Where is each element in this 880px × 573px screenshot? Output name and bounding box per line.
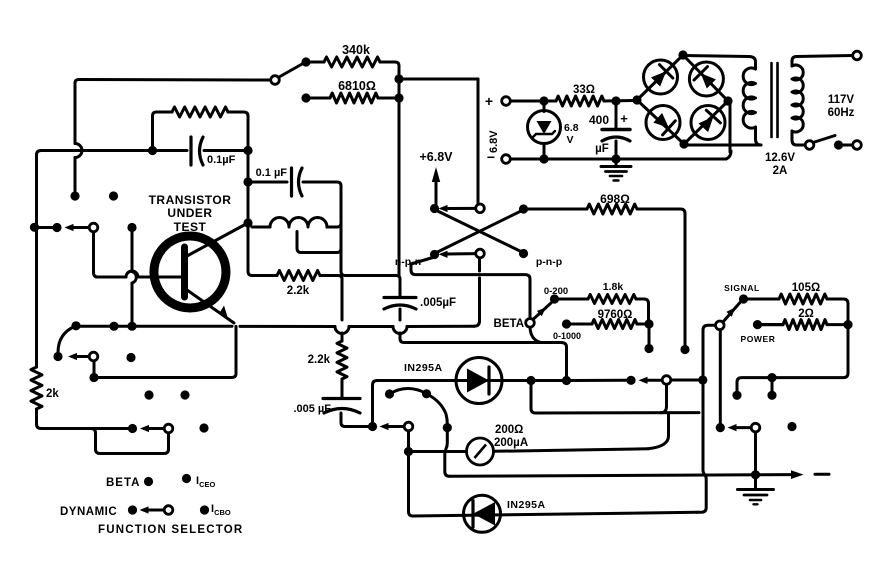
svg-text:6.8V: 6.8V: [488, 130, 500, 153]
svg-text:33Ω: 33Ω: [573, 84, 595, 96]
svg-text:2A: 2A: [773, 165, 788, 177]
svg-text:2Ω: 2Ω: [798, 308, 814, 320]
svg-text:n-p-n: n-p-n: [395, 256, 421, 268]
svg-text:400: 400: [589, 113, 609, 127]
svg-text:SIGNAL: SIGNAL: [724, 283, 760, 293]
svg-text:2k: 2k: [46, 388, 59, 400]
svg-text:0.1µF: 0.1µF: [207, 154, 236, 166]
svg-text:60Hz: 60Hz: [828, 107, 855, 119]
svg-text:TEST: TEST: [174, 220, 207, 234]
svg-text:105Ω: 105Ω: [792, 282, 820, 294]
svg-text:0.1 µF: 0.1 µF: [256, 167, 288, 179]
svg-text:200µA: 200µA: [494, 437, 528, 449]
svg-text:+6.8V: +6.8V: [419, 150, 453, 164]
svg-text:0-200: 0-200: [544, 286, 568, 297]
svg-text:6.8: 6.8: [564, 122, 579, 134]
svg-text:0-1000: 0-1000: [553, 331, 581, 341]
svg-text:+: +: [485, 93, 493, 109]
svg-text:UNDER: UNDER: [167, 206, 212, 220]
svg-text:9760Ω: 9760Ω: [598, 309, 633, 321]
svg-text:DYNAMIC: DYNAMIC: [60, 506, 117, 518]
svg-text:V: V: [566, 134, 573, 146]
svg-text:IN295A: IN295A: [404, 362, 443, 374]
svg-text:TRANSISTOR: TRANSISTOR: [149, 193, 232, 207]
svg-text:12.6V: 12.6V: [765, 152, 795, 164]
svg-text:p-n-p: p-n-p: [536, 256, 562, 268]
svg-text:µF: µF: [595, 143, 609, 155]
svg-text:BETA: BETA: [494, 318, 524, 330]
svg-text:.005µF: .005µF: [420, 297, 456, 309]
svg-text:2.2k: 2.2k: [287, 285, 310, 297]
svg-text:200Ω: 200Ω: [495, 424, 523, 436]
svg-text:6810Ω: 6810Ω: [338, 79, 376, 93]
svg-text:117V: 117V: [828, 94, 855, 106]
svg-text:.005 µF: .005 µF: [293, 403, 331, 415]
svg-text:698Ω: 698Ω: [600, 192, 630, 206]
svg-text:IN295A: IN295A: [507, 499, 546, 511]
svg-text:BETA: BETA: [106, 477, 140, 489]
svg-text:POWER: POWER: [740, 334, 775, 344]
svg-text:FUNCTION SELECTOR: FUNCTION SELECTOR: [98, 524, 243, 536]
svg-text:2.2k: 2.2k: [308, 354, 331, 366]
svg-text:+: +: [620, 111, 628, 126]
svg-text:1.8k: 1.8k: [603, 281, 624, 293]
svg-text:340k: 340k: [342, 43, 370, 57]
